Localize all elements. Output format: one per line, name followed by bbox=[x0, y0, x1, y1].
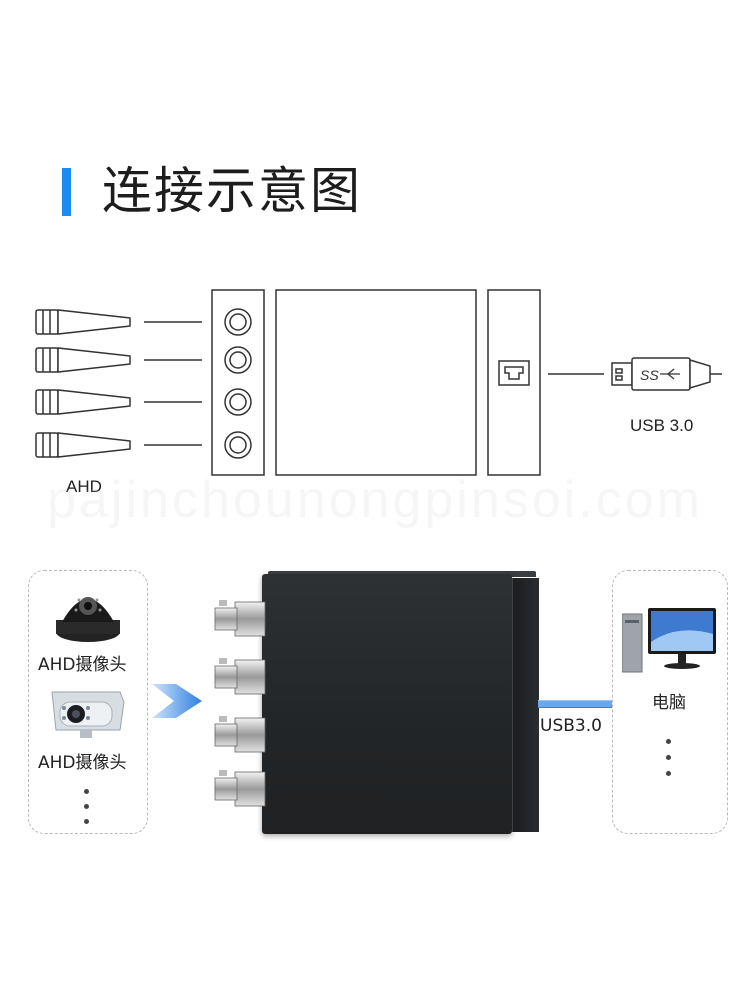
usb-version-label: USB 3.0 bbox=[630, 416, 693, 435]
bnc-jack-1 bbox=[224, 308, 252, 336]
title-accent-bar bbox=[62, 168, 71, 216]
bullet-camera-icon bbox=[51, 691, 125, 738]
bnc-plug-1 bbox=[35, 309, 131, 335]
device-body-outline bbox=[275, 289, 477, 476]
bnc-jack-3 bbox=[224, 388, 252, 416]
superspeed-logo: SS bbox=[640, 367, 659, 383]
pc-label: 电脑 bbox=[652, 693, 686, 713]
bnc-connectors bbox=[214, 600, 266, 807]
more-dot bbox=[666, 771, 671, 776]
arrow-right-icon bbox=[152, 684, 202, 718]
ahd-label: AHD bbox=[66, 477, 102, 496]
usb-cable bbox=[538, 700, 612, 708]
usb-cable-label: USB3.0 bbox=[540, 716, 602, 736]
computer-icon bbox=[622, 608, 716, 673]
page-title: 连接示意图 bbox=[102, 162, 362, 220]
more-dot bbox=[84, 819, 89, 824]
device-front bbox=[262, 574, 512, 834]
bnc-connector-4 bbox=[214, 770, 266, 807]
more-dot bbox=[84, 804, 89, 809]
more-dot bbox=[84, 789, 89, 794]
input-cables bbox=[144, 321, 202, 446]
more-dot bbox=[666, 739, 671, 744]
more-dot bbox=[666, 755, 671, 760]
bnc-jack-2 bbox=[224, 346, 252, 374]
bnc-connector-2 bbox=[214, 658, 266, 695]
bnc-connector-3 bbox=[214, 716, 266, 753]
bnc-connector-1 bbox=[214, 600, 266, 637]
device-side bbox=[512, 578, 539, 832]
connection-schematic: SS AHD USB 3.0 bbox=[35, 289, 722, 496]
bnc-plug-3 bbox=[35, 389, 131, 415]
bnc-jack-4 bbox=[224, 431, 252, 459]
usb-port-icon bbox=[498, 360, 530, 386]
camera-label-1: AHD摄像头 bbox=[38, 655, 127, 675]
bnc-plug-2 bbox=[35, 347, 131, 373]
camera-label-2: AHD摄像头 bbox=[38, 753, 127, 773]
usb-trident-icon bbox=[660, 368, 680, 380]
watermark: pajinchounongpinsoi.com bbox=[47, 471, 703, 529]
dome-camera-icon bbox=[56, 597, 120, 642]
bnc-plug-4 bbox=[35, 432, 131, 458]
